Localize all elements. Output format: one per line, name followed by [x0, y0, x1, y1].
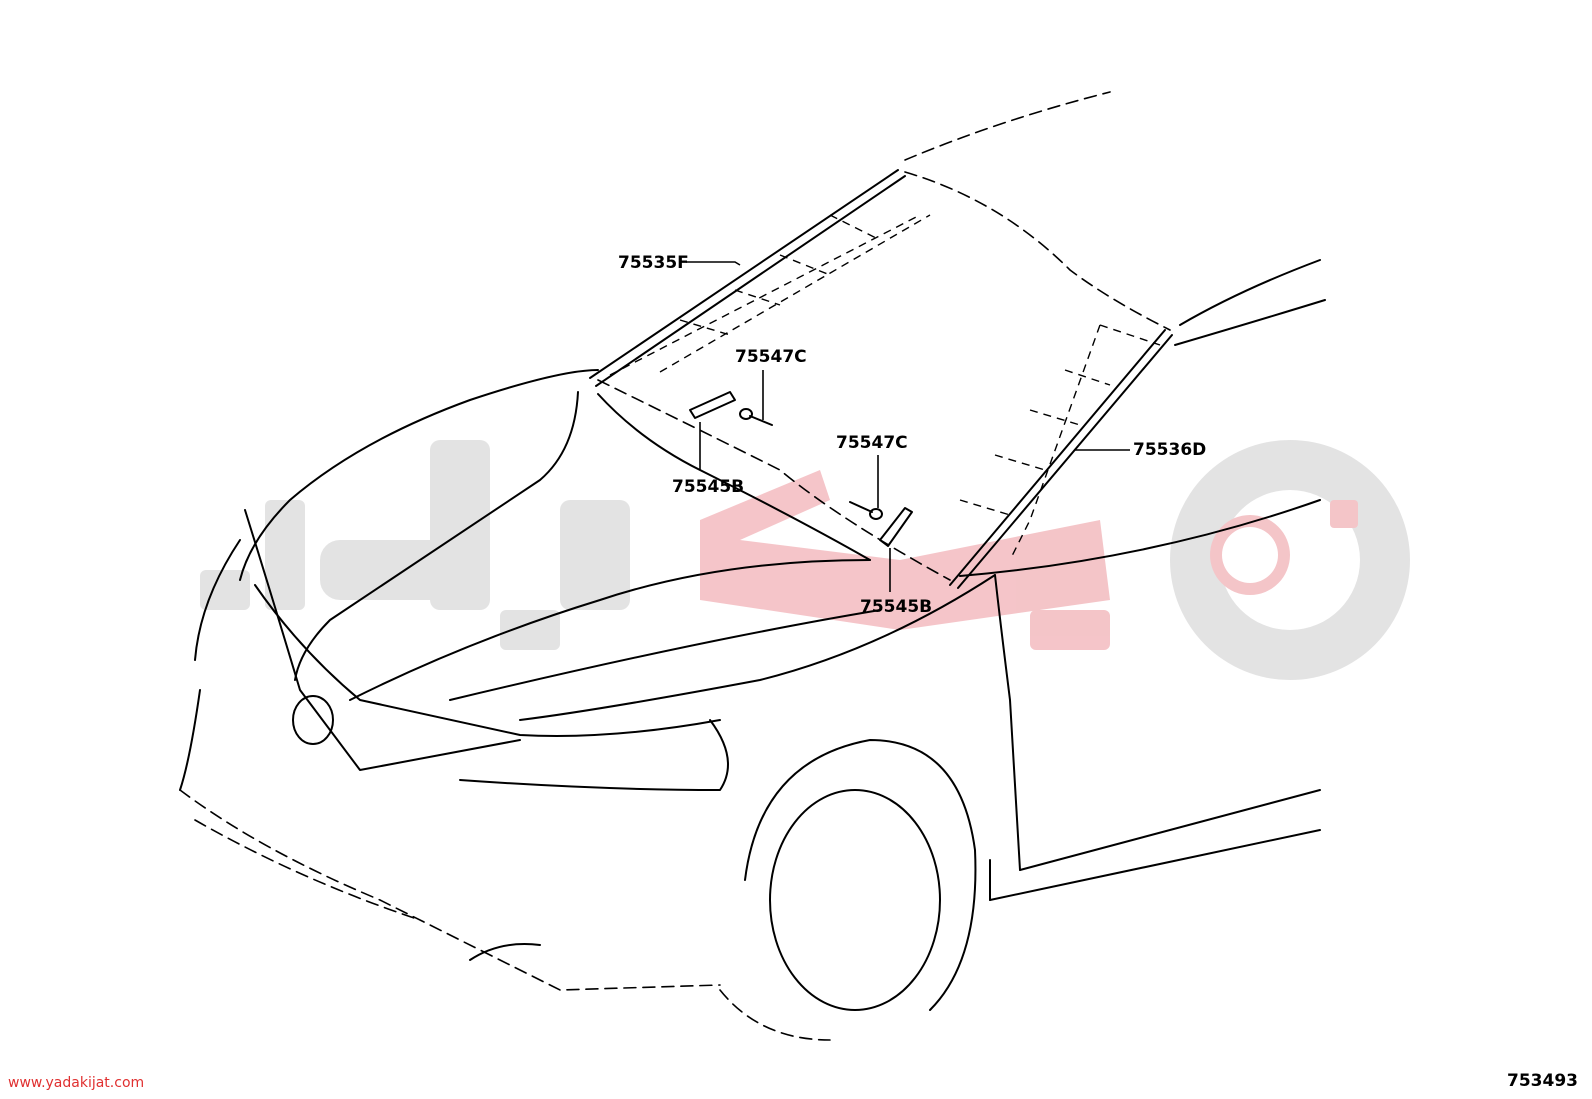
- part-label-75535F: 75535F: [618, 253, 689, 273]
- part-label-75547C-lower: 75547C: [836, 433, 908, 453]
- clip-75545B-left: [689, 391, 736, 419]
- part-label-75545B-upper: 75545B: [672, 477, 744, 497]
- moulding-75535F: [589, 169, 931, 387]
- part-label-75536D: 75536D: [1133, 440, 1206, 460]
- diagram-reference-number: 753493: [1507, 1071, 1578, 1091]
- fastener-75547C-left: [739, 408, 773, 426]
- watermark-logo: [200, 440, 1410, 680]
- part-label-75547C-upper: 75547C: [735, 347, 807, 367]
- leader-lines: [686, 261, 1130, 592]
- moulding-75536D: [949, 324, 1173, 589]
- clip-75545B-right: [879, 507, 913, 547]
- fastener-75547C-right: [849, 501, 883, 520]
- part-label-75545B-lower: 75545B: [860, 597, 932, 617]
- website-link[interactable]: www.yadakijat.com: [8, 1075, 145, 1091]
- car-body-outline: [179, 91, 1326, 1041]
